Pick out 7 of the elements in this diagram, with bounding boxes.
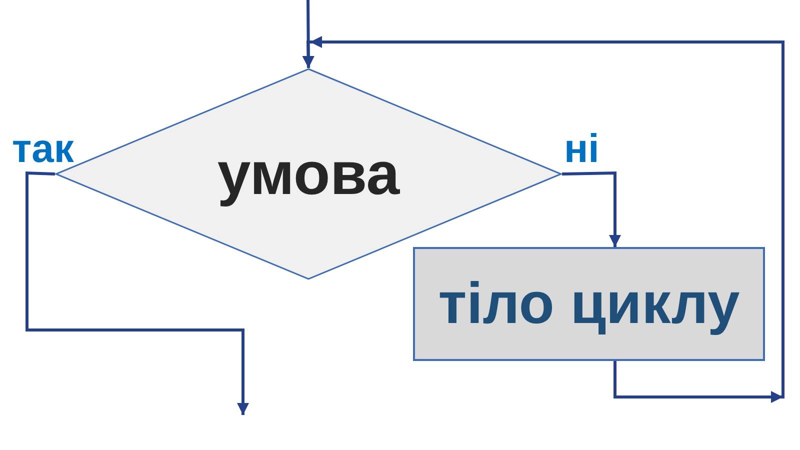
- loop-body-text: тіло циклу: [438, 272, 740, 336]
- edge-label: так: [12, 129, 74, 169]
- flow-arrow: [562, 171, 621, 247]
- edge-label: ні: [564, 129, 600, 169]
- flow-arrow: [26, 171, 249, 415]
- process-box: [413, 247, 765, 361]
- condition-text: умова: [217, 141, 400, 207]
